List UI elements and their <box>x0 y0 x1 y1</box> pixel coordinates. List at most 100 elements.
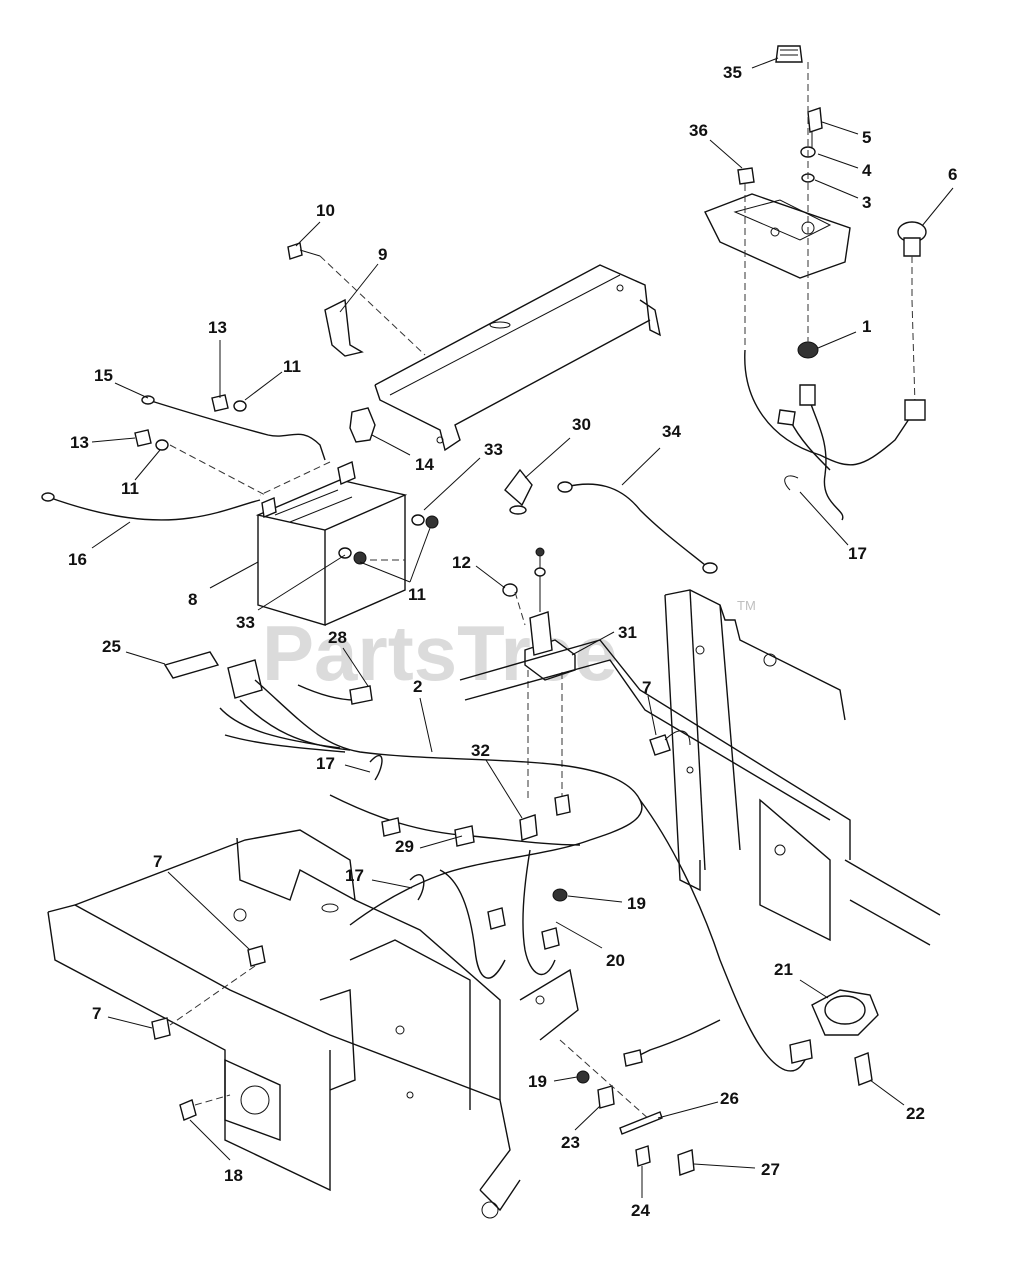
connector-horn <box>789 1039 813 1064</box>
lower-frame-slot <box>321 903 339 913</box>
cable-tie-dash <box>784 475 799 491</box>
callout-19b: 19 <box>528 1072 547 1091</box>
ground-cable-16 <box>47 496 261 521</box>
callout-21: 21 <box>774 960 793 979</box>
leader-19b <box>553 1076 578 1082</box>
nut-19a <box>552 888 568 902</box>
callout-8: 8 <box>188 590 197 609</box>
dash-harness-2 <box>807 394 844 521</box>
washer-11b <box>155 439 169 451</box>
battery-axis <box>259 461 331 496</box>
beam-top-edge <box>374 264 661 386</box>
callout-13a: 13 <box>208 318 227 337</box>
callout-12: 12 <box>452 553 471 572</box>
callout-15: 15 <box>94 366 113 385</box>
connector-29a <box>381 817 401 837</box>
connector-20b <box>541 927 560 950</box>
leader-19a <box>567 895 623 903</box>
bolt-10-axis <box>319 255 426 356</box>
leader-7c <box>107 1016 153 1029</box>
bolt-13b-axis <box>169 444 266 496</box>
callout-4: 4 <box>862 161 872 180</box>
callout-30: 30 <box>572 415 591 434</box>
leader-lines <box>91 57 954 1198</box>
terminal-cover-14 <box>349 407 376 443</box>
screw-22 <box>854 1052 873 1086</box>
leader-11c-2 <box>409 527 431 583</box>
leader-29 <box>419 835 463 849</box>
cable-tie-17b <box>369 754 383 781</box>
callout-3: 3 <box>862 193 871 212</box>
switch-7a-wire <box>664 730 691 746</box>
dash-connector-c <box>777 409 796 426</box>
connector-28 <box>349 685 373 705</box>
beam-slot <box>489 321 511 329</box>
right-frame-rails <box>844 859 941 946</box>
solenoid-nut-b <box>534 567 546 577</box>
harness-branch-20a <box>439 869 506 979</box>
switch-7c <box>151 1017 171 1040</box>
callout-1: 1 <box>862 317 871 336</box>
leader-14 <box>371 434 411 456</box>
leader-1 <box>817 331 857 349</box>
callout-31: 31 <box>618 623 637 642</box>
callout-29: 29 <box>395 837 414 856</box>
callout-14: 14 <box>415 455 434 474</box>
switch-7b-axis <box>169 965 256 1026</box>
leader-32 <box>485 759 523 819</box>
lower-frame <box>47 829 579 1219</box>
connector-20a <box>487 907 506 930</box>
leader-28 <box>342 647 369 687</box>
dash-harness-1 <box>744 349 916 466</box>
leader-7b <box>167 871 251 951</box>
leader-10 <box>295 221 321 247</box>
starter-cable-34 <box>564 483 706 566</box>
right-frame <box>459 589 941 946</box>
leader-3 <box>814 179 859 199</box>
right-frame-plate <box>759 798 831 942</box>
dash-panel-plate <box>704 193 851 279</box>
frame-hole-2 <box>763 653 777 667</box>
leader-21 <box>799 979 829 999</box>
leader-33a <box>423 457 481 511</box>
leader-12 <box>475 565 506 589</box>
right-frame-upright-2 <box>689 589 706 871</box>
leader-33b <box>257 554 346 611</box>
callout-36: 36 <box>689 121 708 140</box>
callout-27: 27 <box>761 1160 780 1179</box>
harness-trunk <box>254 679 643 926</box>
connector-29b <box>454 825 475 847</box>
callout-33a: 33 <box>484 440 503 459</box>
nut-33a <box>425 515 439 529</box>
leader-9 <box>339 263 379 313</box>
callout-10: 10 <box>316 201 335 220</box>
watermark-trademark: TM <box>737 598 756 613</box>
horn-21-body <box>824 995 866 1025</box>
callout-9: 9 <box>378 245 387 264</box>
light-switch <box>737 167 755 185</box>
leader-4 <box>817 153 859 169</box>
nut-12-axis <box>514 591 526 626</box>
leader-34 <box>621 447 661 486</box>
switch6-axis <box>911 256 916 406</box>
leader-18 <box>189 1119 231 1161</box>
callout-17a: 17 <box>848 544 867 563</box>
callout-24: 24 <box>631 1201 650 1220</box>
leader-2 <box>419 697 433 753</box>
switch-23 <box>597 1085 615 1109</box>
lower-frame-foot-hole <box>481 1201 499 1219</box>
harness-to-horn <box>639 799 811 1072</box>
lower-frame-top <box>74 829 501 1100</box>
knob-ridges <box>780 49 798 56</box>
leader-22 <box>869 1079 905 1106</box>
lower-frame-hole-1 <box>233 908 247 922</box>
switch-7b <box>247 945 266 967</box>
callout-16: 16 <box>68 550 87 569</box>
leader-8 <box>209 561 259 589</box>
panel-hole <box>770 227 780 237</box>
battery-group <box>255 461 408 626</box>
frame-hole-1 <box>695 645 705 655</box>
harness-branch-20b <box>522 849 556 976</box>
callout-11c: 11 <box>408 585 426 604</box>
